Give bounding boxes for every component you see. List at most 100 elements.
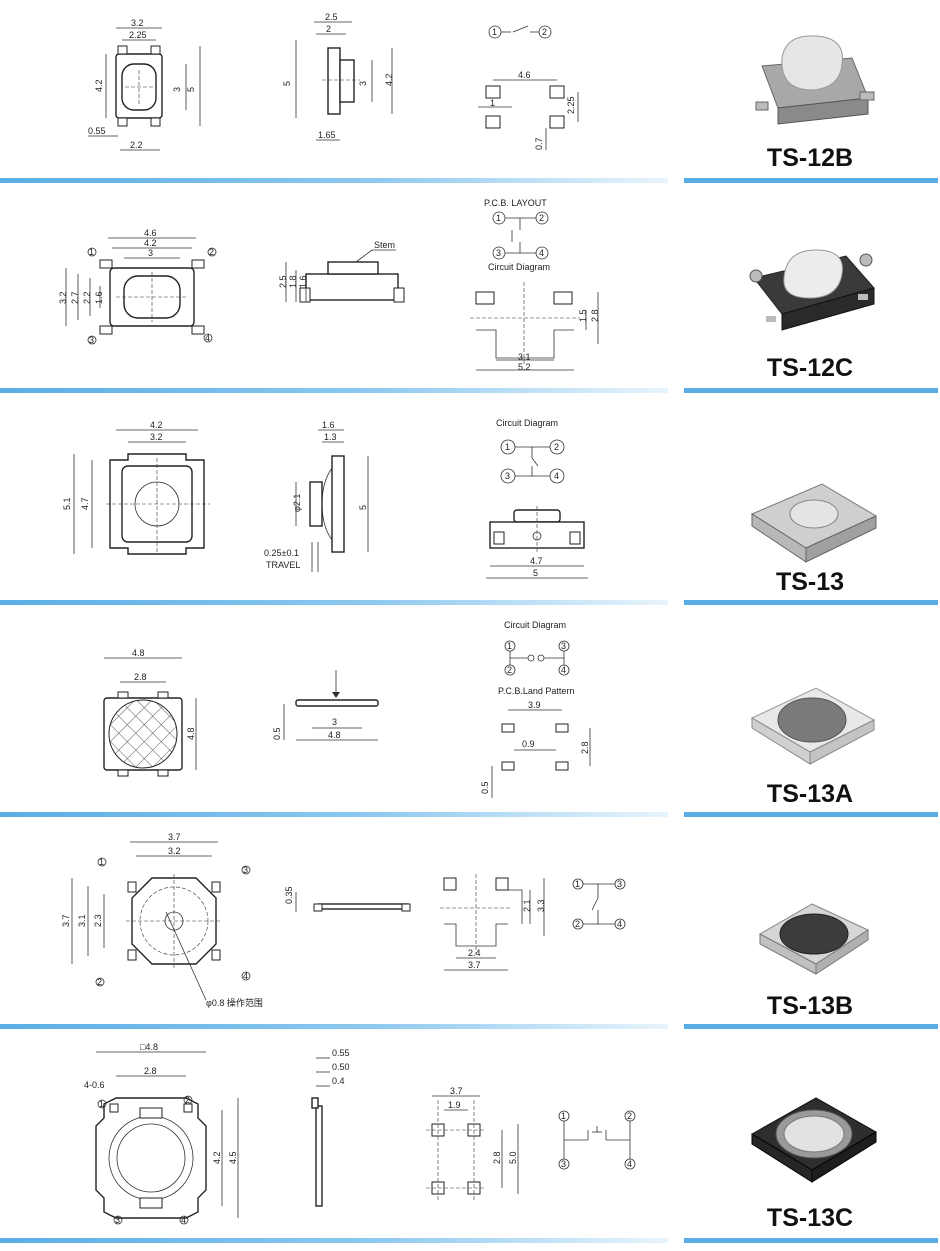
model-name: TS-13A [766, 780, 854, 808]
technical-drawing-ts-13c: □4.8 4-0.6 2.8 4.2 4.5 1 2 3 4 0.55 0.50… [84, 1042, 636, 1225]
product-photo-ts-12c [749, 249, 875, 331]
pin-label: 2 [575, 919, 580, 929]
dim-label: 1.6 [94, 291, 104, 304]
dim-label: 4.5 [228, 1151, 238, 1164]
dim-label: 3.2 [150, 432, 163, 442]
dim-label: 4.2 [94, 79, 104, 92]
dim-label: 0.55 [332, 1048, 350, 1058]
dim-label: 1.65 [318, 130, 336, 140]
circuit-diagram: 1 3 2 4 [572, 878, 626, 930]
dim-label: 3.3 [536, 899, 546, 912]
row-separator [0, 1238, 668, 1243]
model-name: TS-13B [766, 992, 854, 1020]
operating-range-label: φ0.8 操作范围 [206, 997, 263, 1008]
circuit-diagram-title: Circuit Diagram [504, 620, 566, 630]
dim-label: 5 [186, 87, 196, 92]
product-photo-ts-13a [750, 687, 876, 765]
pin-label: 4 [539, 248, 544, 258]
dim-label: 3.1 [518, 352, 531, 362]
dim-label: 1.3 [324, 432, 337, 442]
dim-label: 3 [172, 87, 182, 92]
pin-label: 2 [97, 977, 102, 987]
pin-label: 4 [561, 665, 566, 675]
dim-label: 0.55 [88, 126, 106, 136]
dim-label: 4.6 [518, 70, 531, 80]
dim-label: 1.5 [578, 309, 588, 322]
product-row-ts-12c: 4.6 4.2 3 3.2 2.7 2.2 1.6 1 2 3 4 Stem 2… [0, 190, 940, 402]
technical-drawing-ts-12b: 3.2 2.25 4.2 3 5 0.55 2.2 2.5 2 5 3 4.2 … [88, 12, 579, 151]
land-pattern-title: P.C.B.Land Pattern [498, 686, 574, 696]
dim-label: 4.8 [132, 648, 145, 658]
front-view: 4.6 4.2 3 3.2 2.7 2.2 1.6 1 2 3 4 [58, 228, 217, 345]
technical-drawing-ts-13b: 3.7 3.2 3.7 3.1 2.3 1 3 2 4 φ0.8 操作范围 0.… [61, 832, 626, 1008]
pin-label: 2 [542, 27, 547, 37]
row-separator [684, 178, 938, 183]
circuit-diagram-title: Circuit Diagram [496, 418, 558, 428]
pin-label: 4 [627, 1159, 632, 1169]
dim-label: 5.1 [62, 497, 72, 510]
pcb-layout: 3.7 1.9 2.8 5.0 [426, 1086, 519, 1200]
dim-label: 3.9 [528, 700, 541, 710]
product-row-ts-13: 4.2 3.2 5.1 4.7 1.6 1.3 φ2.1 5 0.25±0.1 … [0, 402, 940, 614]
dim-label: 4.2 [150, 420, 163, 430]
pin-label: 1 [505, 442, 510, 452]
dim-label: 2.8 [144, 1066, 157, 1076]
row-separator [0, 388, 668, 393]
pin-label: 1 [496, 213, 501, 223]
technical-drawing-ts-13a: 4.8 2.8 4.8 0.5 3 4.8 Circuit Diagram 1 … [103, 620, 591, 798]
dim-label: 1.6 [298, 275, 308, 288]
model-name: TS-12B [766, 144, 854, 172]
dim-label: 0.5 [272, 727, 282, 740]
circuit-and-pcb: 1 2 4.6 1 2.25 0.7 [478, 25, 579, 150]
dim-label: 2.1 [522, 899, 532, 912]
dim-label: 4-0.6 [84, 1080, 105, 1090]
pin-label: 3 [115, 1215, 120, 1225]
dim-label: 3.2 [168, 846, 181, 856]
dim-label: 2.25 [129, 30, 147, 40]
side-view: 1.6 1.3 φ2.1 5 0.25±0.1 TRAVEL [264, 420, 369, 572]
dim-label: 2.5 [325, 12, 338, 22]
pcb-layout: 2.1 3.3 2.4 3.7 [440, 874, 546, 971]
pcb-layout-title: P.C.B. LAYOUT [484, 198, 547, 208]
dim-label: 0.7 [534, 137, 544, 150]
dim-label: 2.8 [580, 741, 590, 754]
dim-label: 3.7 [450, 1086, 463, 1096]
dim-label: 4.2 [384, 73, 394, 86]
dim-label: 0.4 [332, 1076, 345, 1086]
dim-label: 0.50 [332, 1062, 350, 1072]
technical-drawing-ts-13: 4.2 3.2 5.1 4.7 1.6 1.3 φ2.1 5 0.25±0.1 … [62, 418, 588, 579]
dim-label: 3 [148, 248, 153, 258]
dim-label: 3.1 [77, 914, 87, 927]
pin-label: 1 [89, 247, 94, 257]
product-photo-ts-13c [751, 1097, 877, 1183]
dim-label: 2.8 [590, 309, 600, 322]
product-photo-ts-12b [755, 35, 875, 125]
dim-label: 1.9 [448, 1100, 461, 1110]
product-row-ts-13a: 4.8 2.8 4.8 0.5 3 4.8 Circuit Diagram 1 … [0, 614, 940, 826]
dim-label: 4.7 [80, 497, 90, 510]
pin-label: 2 [539, 213, 544, 223]
dim-label: 5.0 [508, 1151, 518, 1164]
product-row-ts-13b: 3.7 3.2 3.7 3.1 2.3 1 3 2 4 φ0.8 操作范围 0.… [0, 826, 940, 1038]
side-view: Stem 2.5 1.8 1.6 [278, 240, 405, 303]
pin-label: 3 [243, 865, 248, 875]
circuit-and-pcb: P.C.B. LAYOUT 1 2 3 4 Circuit Diagram 1.… [470, 198, 600, 372]
dim-label: 3.2 [131, 18, 144, 28]
dim-label: 3 [332, 717, 337, 727]
pin-label: 4 [205, 333, 210, 343]
product-photo-ts-13b [758, 903, 870, 975]
pin-label: 4 [554, 471, 559, 481]
circuit-diagram-title: Circuit Diagram [488, 262, 550, 272]
product-row-ts-13c: □4.8 4-0.6 2.8 4.2 4.5 1 2 3 4 0.55 0.50… [0, 1038, 940, 1250]
dim-label: 5 [533, 568, 538, 578]
dim-label: 2.8 [134, 672, 147, 682]
technical-drawing-ts-12c: 4.6 4.2 3 3.2 2.7 2.2 1.6 1 2 3 4 Stem 2… [58, 198, 600, 372]
pin-label: 2 [627, 1111, 632, 1121]
pin-label: 3 [561, 641, 566, 651]
front-view: 3.2 2.25 4.2 3 5 0.55 2.2 [88, 18, 201, 151]
dim-label: 4.8 [328, 730, 341, 740]
stem-label: Stem [374, 240, 395, 250]
row-separator [0, 1024, 668, 1029]
dim-label: 0.25±0.1 [264, 548, 299, 558]
side-view: 0.5 3 4.8 [272, 670, 379, 741]
